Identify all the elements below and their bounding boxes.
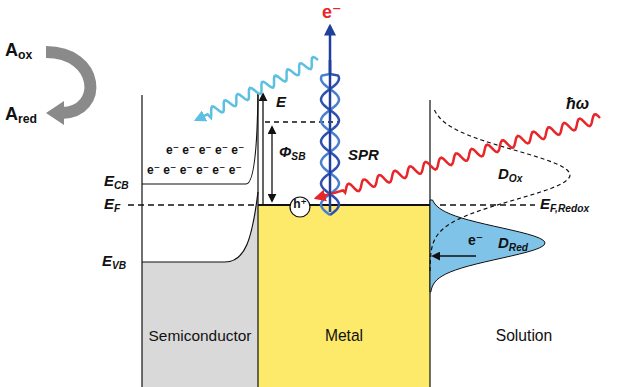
redox-level-label: EF,Redox <box>540 195 589 215</box>
species-label: Aox <box>5 40 32 62</box>
conduction-band-edge <box>142 92 258 184</box>
region-box: Metal <box>258 205 430 387</box>
energy-axis-label: E <box>276 93 286 110</box>
band-label: EF <box>104 195 120 215</box>
region-border <box>257 92 258 387</box>
region-label: Semiconductor <box>142 327 258 345</box>
spr-label: SPR <box>348 146 379 163</box>
barrier-label: ΦSB <box>279 143 306 163</box>
metal-fermi-level <box>258 204 430 206</box>
reduced-distribution <box>430 200 545 292</box>
fermi-level-dashed <box>128 204 258 206</box>
valence-band-edge <box>142 192 258 262</box>
region-box: Semiconductor <box>142 95 258 387</box>
hot-electron-label: e⁻ <box>322 2 342 23</box>
redox-level-dashed <box>430 204 535 206</box>
photon-label: ħω <box>566 95 589 113</box>
distribution-label: DRed <box>498 234 528 254</box>
electron-label: e⁻ <box>468 232 483 248</box>
region-border <box>141 95 142 387</box>
redox-arrow <box>46 52 90 113</box>
emitted-photon-wave <box>196 57 318 120</box>
hole-circle <box>290 197 310 217</box>
region-label: Solution <box>430 327 618 345</box>
species-label: Ared <box>5 104 37 126</box>
hole-label: h⁺ <box>290 198 310 212</box>
region-label: Metal <box>258 327 430 345</box>
hot-electron-arrow <box>329 26 332 212</box>
energy-axis <box>262 94 263 205</box>
barrier-top-dashed <box>265 121 338 122</box>
metal-fill <box>258 205 430 387</box>
incident-photon-wave <box>316 114 600 198</box>
electron-row: e⁻ e⁻ e⁻ e⁻ e⁻ e⁻ <box>147 164 242 178</box>
valence-band-fill <box>142 192 258 387</box>
band-label: ECB <box>104 172 129 192</box>
redox-arrowhead <box>46 101 64 125</box>
distribution-label: DOx <box>498 165 522 185</box>
electron-row: e⁻ e⁻ e⁻ e⁻ e⁻ <box>166 144 244 158</box>
band-label: EVB <box>102 252 126 272</box>
oxidized-distribution <box>430 110 570 272</box>
barrier-arrow <box>271 127 272 201</box>
electron-transfer-arrow <box>433 255 476 256</box>
